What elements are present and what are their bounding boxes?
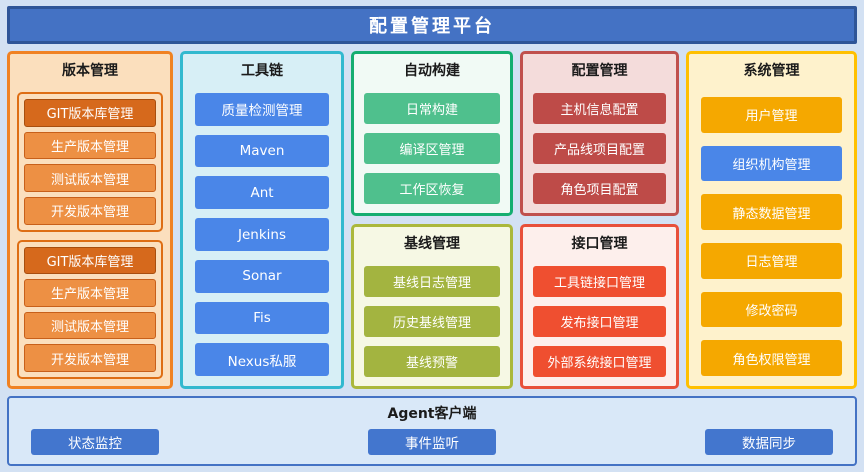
column-config-interface: 配置管理 主机信息配置 产品线项目配置 角色项目配置 接口管理 工具链接口管理 … <box>520 51 679 389</box>
section-auto-build: 自动构建 日常构建 编译区管理 工作区恢复 <box>351 51 513 216</box>
module-test-version: 测试版本管理 <box>24 164 156 192</box>
module-dev-version: 开发版本管理 <box>24 196 156 225</box>
module-baseline-log: 基线日志管理 <box>364 266 500 297</box>
interface-section-title: 接口管理 <box>571 236 628 252</box>
page-title: 配置管理平台 <box>369 16 495 37</box>
module-git-repo-management: GIT版本库管理 <box>24 99 156 127</box>
section-version-management: 版本管理 GIT版本库管理 生产版本管理 测试版本管理 开发版本管理 GIT版本… <box>7 51 173 389</box>
version-section-title: 版本管理 <box>62 63 118 79</box>
module-sonar: Sonar <box>195 259 329 293</box>
baseline-section-title: 基线管理 <box>404 236 460 252</box>
module-publish-api: 发布接口管理 <box>533 306 666 337</box>
config-section-title: 配置管理 <box>571 63 628 79</box>
module-user-management: 用户管理 <box>701 97 842 133</box>
module-production-version: 生产版本管理 <box>24 279 156 307</box>
autobuild-section-title: 自动构建 <box>404 63 460 79</box>
module-workspace-restore: 工作区恢复 <box>364 173 500 204</box>
module-ant: Ant <box>195 176 329 210</box>
system-section-title: 系统管理 <box>743 63 800 79</box>
module-product-line-config: 产品线项目配置 <box>533 133 666 164</box>
module-baseline-history: 历史基线管理 <box>364 306 500 337</box>
column-build-baseline: 自动构建 日常构建 编译区管理 工作区恢复 基线管理 基线日志管理 历史基线管理… <box>351 51 513 389</box>
toolchain-section-title: 工具链 <box>241 63 283 79</box>
module-dev-version: 开发版本管理 <box>24 344 156 372</box>
module-change-password: 修改密码 <box>701 291 842 328</box>
version-group-1: GIT版本库管理 生产版本管理 测试版本管理 开发版本管理 <box>17 92 163 232</box>
section-config-management: 配置管理 主机信息配置 产品线项目配置 角色项目配置 <box>520 51 679 216</box>
module-quality-check: 质量检测管理 <box>195 93 329 126</box>
agent-items-row: 状态监控 事件监听 数据同步 <box>31 429 833 455</box>
module-maven: Maven <box>195 134 329 168</box>
module-jenkins: Jenkins <box>195 218 329 251</box>
module-status-monitor: 状态监控 <box>31 429 159 455</box>
module-fis: Fis <box>195 301 329 335</box>
module-static-data: 静态数据管理 <box>701 194 842 231</box>
module-nexus: Nexus私服 <box>195 343 329 377</box>
agent-section-title: Agent客户端 <box>387 406 477 422</box>
module-toolchain-api: 工具链接口管理 <box>533 266 666 297</box>
header-banner: 配置管理平台 <box>7 6 857 44</box>
module-baseline-alert: 基线预警 <box>364 346 500 377</box>
main-area: 版本管理 GIT版本库管理 生产版本管理 测试版本管理 开发版本管理 GIT版本… <box>7 51 857 389</box>
module-role-permission: 角色权限管理 <box>701 340 842 377</box>
module-data-sync: 数据同步 <box>705 429 833 455</box>
module-log-management: 日志管理 <box>701 243 842 279</box>
module-git-repo-management: GIT版本库管理 <box>24 246 156 275</box>
module-event-listener: 事件监听 <box>368 429 496 455</box>
section-agent-client: Agent客户端 状态监控 事件监听 数据同步 <box>7 396 857 466</box>
module-external-api: 外部系统接口管理 <box>533 346 666 377</box>
module-org-management: 组织机构管理 <box>701 145 842 182</box>
section-toolchain: 工具链 质量检测管理 Maven Ant Jenkins Sonar Fis N… <box>180 51 344 389</box>
section-interface-management: 接口管理 工具链接口管理 发布接口管理 外部系统接口管理 <box>520 224 679 389</box>
module-production-version: 生产版本管理 <box>24 131 156 160</box>
section-system-management: 系统管理 用户管理 组织机构管理 静态数据管理 日志管理 修改密码 角色权限管理 <box>686 51 857 389</box>
module-daily-build: 日常构建 <box>364 93 500 124</box>
module-compile-area: 编译区管理 <box>364 133 500 164</box>
module-test-version: 测试版本管理 <box>24 311 156 340</box>
module-host-info-config: 主机信息配置 <box>533 93 666 124</box>
section-baseline-management: 基线管理 基线日志管理 历史基线管理 基线预警 <box>351 224 513 389</box>
version-group-2: GIT版本库管理 生产版本管理 测试版本管理 开发版本管理 <box>17 239 163 379</box>
module-role-project-config: 角色项目配置 <box>533 173 666 204</box>
